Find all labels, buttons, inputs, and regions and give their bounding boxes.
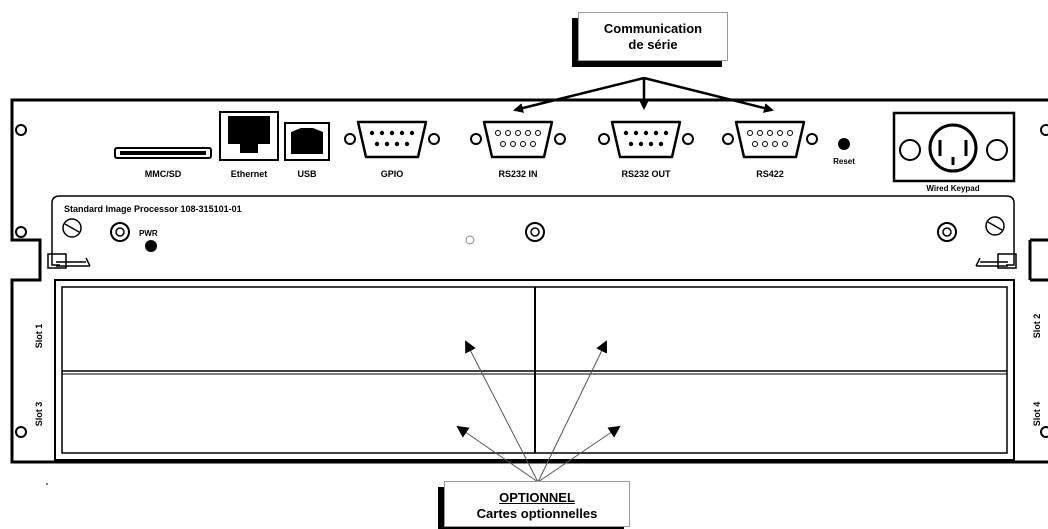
mount-hole-bottom-right <box>1040 426 1048 438</box>
rs232-out-label: RS232 OUT <box>621 169 671 179</box>
slot-3-label: Slot 3 <box>34 402 44 427</box>
pwr-led-icon <box>145 240 157 252</box>
slot-4-label: Slot 4 <box>1032 402 1042 427</box>
ethernet-port-icon <box>219 111 279 161</box>
right-knob-icon <box>937 222 957 242</box>
wired-keypad-label: Wired Keypad <box>926 184 979 193</box>
processor-module-outline <box>51 195 1015 266</box>
rs232-in-port-icon <box>470 120 566 159</box>
wired-keypad-connector-icon <box>892 111 1016 183</box>
mmc-sd-slot-icon <box>114 147 212 159</box>
center-knob-icon <box>525 222 545 242</box>
left-latch-icon <box>47 253 91 269</box>
rs232-in-label: RS232 IN <box>498 169 537 179</box>
reset-label: Reset <box>833 157 855 166</box>
card-bay-outer <box>54 279 1015 461</box>
right-thumbscrew-icon <box>985 216 1005 236</box>
chassis-outline <box>10 98 1048 464</box>
optional-callout-subtitle: Cartes optionnelles <box>476 506 598 521</box>
mount-hole-bottom-left <box>15 426 27 438</box>
optional-callout-title: OPTIONNEL <box>499 490 575 505</box>
pwr-label: PWR <box>139 229 158 238</box>
rs422-label: RS422 <box>756 169 784 179</box>
ethernet-label: Ethernet <box>231 169 268 179</box>
processor-label: Standard Image Processor 108-315101-01 <box>64 204 242 214</box>
left-knob-icon <box>110 222 130 242</box>
slot-1-label: Slot 1 <box>34 324 44 349</box>
mount-hole-mid-left <box>15 226 27 238</box>
serial-arrows <box>513 76 774 113</box>
usb-port-icon <box>284 122 330 161</box>
mmc-sd-label: MMC/SD <box>145 169 182 179</box>
gpio-label: GPIO <box>381 169 404 179</box>
small-hole-icon <box>465 235 475 245</box>
reset-button-icon <box>838 138 850 150</box>
serial-communication-callout: Communication de série <box>578 12 728 61</box>
gpio-port-icon <box>344 120 440 159</box>
right-latch-icon <box>975 253 1017 269</box>
usb-label: USB <box>297 169 317 179</box>
rs422-port-icon <box>722 120 818 159</box>
serial-callout-line2: de série <box>628 37 678 52</box>
serial-callout-line1: Communication <box>603 21 703 36</box>
left-thumbscrew-icon <box>62 218 82 238</box>
mount-hole-top-left <box>15 124 27 136</box>
rs232-out-port-icon <box>598 120 694 159</box>
slot-2-label: Slot 2 <box>1032 314 1042 339</box>
option-card-arrows <box>456 340 621 483</box>
mount-hole-top-right <box>1040 124 1048 136</box>
optional-cards-callout: OPTIONNEL Cartes optionnelles <box>444 481 630 527</box>
